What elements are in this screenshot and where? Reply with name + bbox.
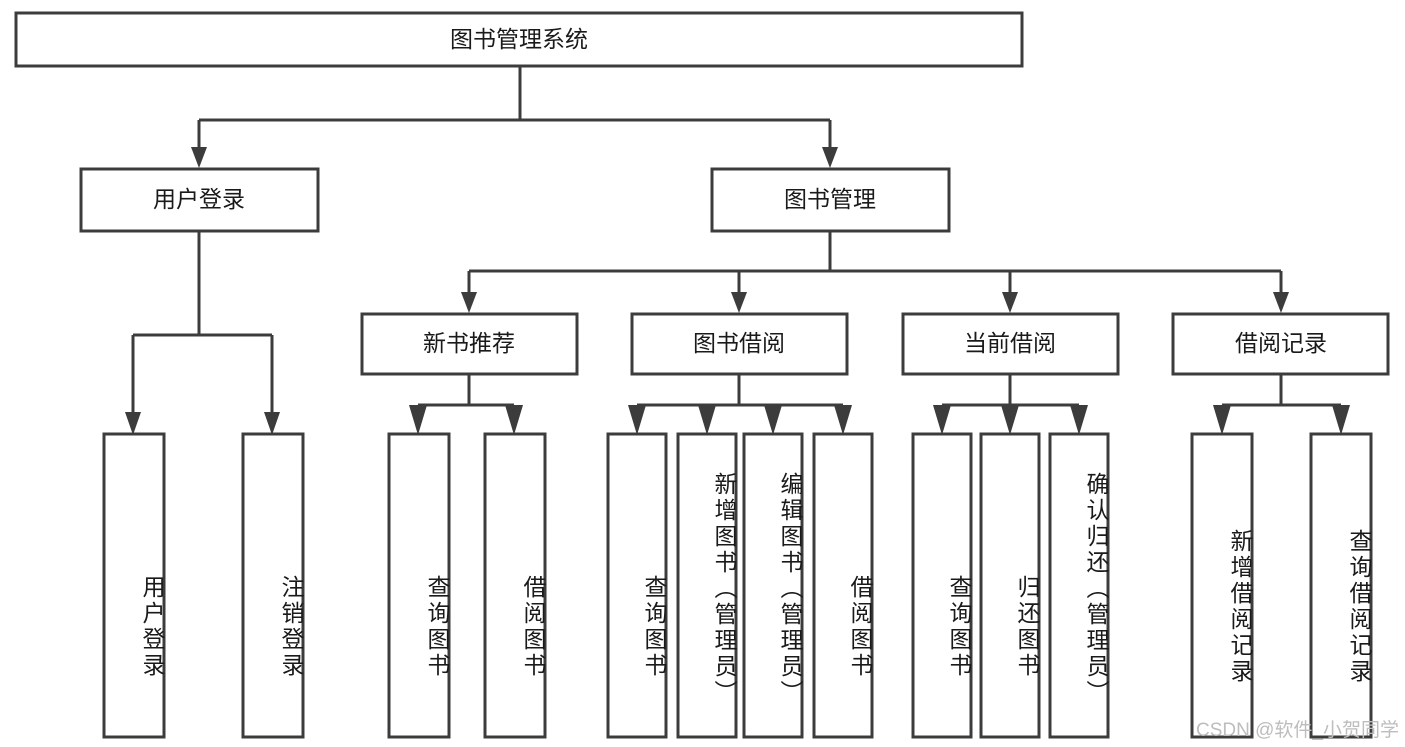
node-root-library-system[interactable]: 图书管理系统	[14, 11, 1024, 68]
leaf-add-borrow-record-label: 新增借阅记录	[1227, 528, 1253, 685]
node-borrow-record[interactable]: 借阅记录	[1171, 312, 1390, 376]
node-book-management[interactable]: 图书管理	[710, 167, 951, 233]
node-new-book-recommend-box	[360, 312, 579, 376]
leaf-query-book-recommend[interactable]: 查询图书	[389, 434, 450, 737]
node-user-login[interactable]: 用户登录	[79, 167, 320, 233]
node-current-borrow-box	[901, 312, 1120, 376]
leaf-query-borrow-record-box[interactable]	[1309, 432, 1373, 739]
leaf-logout-label: 注销登录	[278, 574, 304, 679]
leaf-query-book-borrow[interactable]: 查询图书	[608, 434, 667, 737]
node-current-borrow-label: 当前借阅	[964, 330, 1056, 356]
leaf-add-book-admin-box[interactable]	[676, 432, 738, 739]
connector-new-book-recommend-to-leaves	[409, 374, 523, 435]
leaf-query-book-current[interactable]: 查询图书	[913, 434, 972, 737]
leaf-confirm-return-admin-box[interactable]	[1048, 432, 1110, 739]
connector-book-management-to-level3	[461, 231, 1289, 313]
leaf-query-borrow-record[interactable]: 查询借阅记录	[1311, 434, 1372, 737]
leaf-borrow-book-recommend[interactable]: 借阅图书	[485, 434, 546, 737]
node-root-label: 图书管理系统	[450, 26, 588, 52]
leaf-return-book[interactable]: 归还图书	[981, 434, 1040, 737]
leaf-user-login-box[interactable]	[102, 432, 166, 739]
leaf-borrow-book-box[interactable]	[812, 432, 874, 739]
leaf-edit-book-admin[interactable]: 编辑图书（管理员）	[744, 434, 803, 737]
leaf-return-book-label: 归还图书	[1014, 574, 1040, 679]
leaf-edit-book-admin-box[interactable]	[742, 432, 804, 739]
leaf-logout[interactable]: 注销登录	[243, 434, 304, 737]
leaf-borrow-book-recommend-box[interactable]	[483, 432, 547, 739]
node-root-box	[14, 11, 1024, 68]
leaf-query-book-current-box[interactable]	[911, 432, 973, 739]
connector-current-borrow-to-leaves	[933, 374, 1088, 435]
leaf-query-book-recommend-box[interactable]	[387, 432, 451, 739]
leaf-add-book-admin-label: 新增图书（管理员）	[711, 472, 737, 706]
leaf-query-book-borrow-label: 查询图书	[641, 574, 667, 679]
leaf-query-book-current-label: 查询图书	[946, 574, 972, 679]
node-user-login-label: 用户登录	[153, 186, 245, 212]
leaf-logout-box[interactable]	[241, 432, 305, 739]
leaf-user-login[interactable]: 用户登录	[104, 434, 165, 737]
connector-root-to-level2	[191, 66, 838, 168]
leaf-add-book-admin[interactable]: 新增图书（管理员）	[678, 434, 737, 737]
leaf-add-borrow-record[interactable]: 新增借阅记录	[1192, 434, 1253, 737]
leaf-add-borrow-record-box[interactable]	[1190, 432, 1254, 739]
csdn-watermark: CSDN @软件_小贺同学	[1196, 720, 1399, 741]
connector-user-login-to-leaves	[125, 231, 280, 435]
connector-book-borrow-to-leaves	[628, 374, 852, 435]
node-book-borrow[interactable]: 图书借阅	[630, 312, 849, 376]
node-current-borrow[interactable]: 当前借阅	[901, 312, 1120, 376]
node-new-book-recommend[interactable]: 新书推荐	[360, 312, 579, 376]
node-book-borrow-label: 图书借阅	[693, 330, 785, 356]
leaf-query-book-recommend-label: 查询图书	[424, 574, 450, 679]
leaf-query-book-borrow-box[interactable]	[606, 432, 668, 739]
leaf-boxes-group	[102, 432, 1373, 739]
leaf-borrow-book[interactable]: 借阅图书	[814, 434, 873, 737]
connector-borrow-record-to-leaves	[1213, 374, 1350, 435]
node-book-borrow-box	[630, 312, 849, 376]
node-borrow-record-label: 借阅记录	[1235, 330, 1327, 356]
leaf-confirm-return-admin-label: 确认归还（管理员）	[1083, 472, 1109, 706]
leaf-return-book-box[interactable]	[979, 432, 1041, 739]
leaf-edit-book-admin-label: 编辑图书（管理员）	[777, 472, 803, 706]
node-book-management-label: 图书管理	[784, 186, 876, 212]
leaf-borrow-book-label: 借阅图书	[847, 574, 873, 679]
leaf-user-login-label: 用户登录	[139, 574, 165, 679]
leaf-query-borrow-record-label: 查询借阅记录	[1346, 528, 1372, 685]
leaf-confirm-return-admin[interactable]: 确认归还（管理员）	[1050, 434, 1109, 737]
leaf-borrow-book-recommend-label: 借阅图书	[520, 574, 546, 679]
node-new-book-recommend-label: 新书推荐	[423, 330, 515, 356]
